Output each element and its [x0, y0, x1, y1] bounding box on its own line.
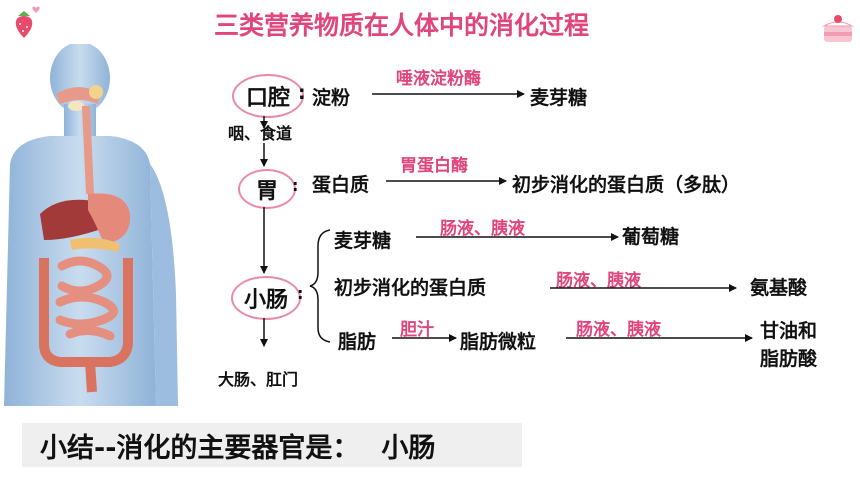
stomach-substrate: 蛋白质 — [312, 174, 370, 196]
summary-text: 小结--消化的主要器官是： 小肠 — [40, 426, 435, 465]
organ-small-intestine-label: 小肠 — [243, 288, 288, 313]
organ-pharynx-label: 咽、食道 — [228, 124, 293, 143]
organ-mouth-ellipse: 口腔 — [232, 74, 304, 118]
intestine-row1-enzyme: 肠液、胰液 — [440, 219, 525, 239]
intestine-row1-substrate: 麦芽糖 — [334, 230, 392, 252]
summary-answer: 小肠 — [381, 433, 436, 464]
intestine-row2-product: 氨基酸 — [750, 277, 808, 299]
organ-mouth-colon: : — [298, 82, 306, 104]
summary-label: 小结--消化的主要器官是： — [40, 433, 360, 464]
mouth-enzyme: 唾液淀粉酶 — [396, 69, 481, 89]
organ-small-intestine-ellipse: 小肠 — [231, 276, 301, 320]
summary-bar — [22, 423, 522, 467]
page-title: 三类营养物质在人体中的消化过程 — [214, 11, 590, 40]
intestine-row3-enzyme: 胆汁 — [400, 320, 434, 340]
mouth-substrate: 淀粉 — [312, 87, 351, 109]
organ-stomach-label: 胃 — [255, 179, 278, 204]
mouth-product: 麦芽糖 — [530, 87, 588, 109]
intestine-row3-intermediate: 脂肪微粒 — [460, 331, 537, 353]
digestive-system-illustration — [4, 44, 178, 406]
organ-stomach-colon: : — [292, 176, 299, 195]
intestine-row1-product: 葡萄糖 — [622, 226, 680, 248]
intestine-row3-product-line2: 脂肪酸 — [760, 348, 818, 370]
stomach-product: 初步消化的蛋白质（多肽） — [512, 174, 741, 196]
intestine-row3-enzyme2: 肠液、胰液 — [576, 320, 661, 340]
cake-icon — [822, 15, 854, 42]
intestine-row2-enzyme: 肠液、胰液 — [556, 271, 641, 291]
intestine-row2-substrate: 初步消化的蛋白质 — [334, 277, 487, 299]
organ-stomach-ellipse: 胃 — [238, 169, 296, 209]
organ-mouth-label: 口腔 — [245, 86, 290, 111]
organ-small-intestine-colon: : — [297, 284, 304, 303]
organ-large-intestine-label: 大肠、肛门 — [218, 370, 299, 389]
intestine-row3-product-line1: 甘油和 — [760, 320, 818, 342]
strawberry-hearts-icon — [15, 6, 40, 38]
stomach-enzyme: 胃蛋白酶 — [400, 156, 468, 176]
intestine-row3-substrate: 脂肪 — [338, 331, 377, 353]
